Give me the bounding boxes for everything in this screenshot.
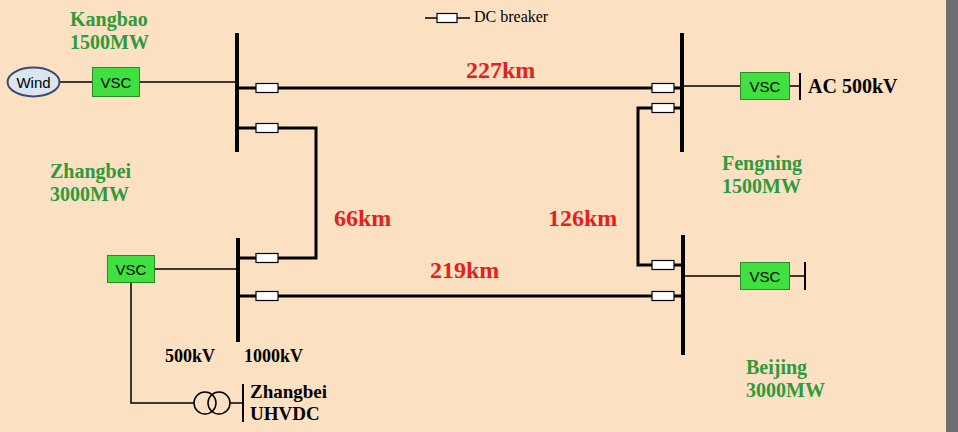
- station-label: Zhangbei 3000MW: [50, 160, 131, 206]
- converter-name: VSC: [101, 74, 132, 91]
- ac-wire: [684, 85, 740, 87]
- line-length: 227km: [466, 57, 535, 85]
- ac-bus: [799, 73, 801, 100]
- dc-bus: [235, 33, 239, 152]
- line-length: 219km: [430, 257, 499, 285]
- dc-breaker: [652, 292, 674, 301]
- legend-text: DC breaker: [474, 8, 548, 25]
- ac-wire: [140, 81, 235, 83]
- converter-box: VSC: [740, 72, 790, 100]
- ac-wire: [685, 275, 740, 277]
- converter-label-holder: Zhangbei UHVDC: [250, 381, 327, 425]
- ac-wire: [155, 268, 236, 270]
- dc-line: [239, 128, 316, 258]
- power-wire: [60, 81, 92, 83]
- dc-breaker: [652, 261, 674, 270]
- dc-line: [239, 87, 680, 90]
- line-length-holder: 219km: [430, 257, 499, 285]
- node-text-holder: VSC: [108, 256, 154, 282]
- dc-breaker: [256, 292, 278, 301]
- voltage-label-holder: 500kV: [165, 346, 215, 367]
- voltage-label: 1000kV: [244, 346, 303, 367]
- converter-name: VSC: [750, 78, 781, 95]
- dc-breaker: [256, 84, 278, 93]
- converter-name: VSC: [750, 268, 781, 285]
- converter-box: VSC: [92, 67, 140, 97]
- legend-breaker: [437, 14, 457, 23]
- dc-line: [240, 295, 681, 298]
- ellipse-outline: [8, 68, 60, 97]
- line-length-holder: 126km: [548, 205, 617, 233]
- station-label: Kangbao 1500MW: [70, 8, 149, 54]
- transformer-winding: [194, 392, 216, 414]
- dc-bus: [680, 33, 684, 152]
- dc-breaker: [652, 104, 674, 113]
- voltage-label: AC 500kV: [808, 75, 897, 98]
- legend-entry: DC breaker: [474, 8, 548, 26]
- line-length-holder: 227km: [466, 57, 535, 85]
- node-text-holder: VSC: [93, 68, 139, 96]
- station-label-holder: Fengning 1500MW: [722, 152, 802, 198]
- edge-strip: [946, 0, 958, 432]
- ac-bus: [804, 262, 806, 290]
- station-label-holder: Zhangbei 3000MW: [50, 160, 131, 206]
- dc-breaker: [256, 254, 278, 263]
- converter-box: VSC: [740, 262, 790, 290]
- dc-bus: [681, 235, 685, 355]
- ac-wire: [790, 275, 805, 277]
- transformer-winding: [208, 392, 230, 414]
- converter-box: VSC: [107, 255, 155, 283]
- dc-line: [638, 108, 681, 265]
- ac-wire: [230, 402, 243, 404]
- dc-bus: [236, 238, 240, 342]
- station-label: Beijing 3000MW: [746, 356, 825, 402]
- ac-bus: [242, 384, 244, 422]
- line-length-holder: 66km: [334, 205, 391, 233]
- line-length: 66km: [334, 205, 391, 233]
- voltage-label-holder: AC 500kV: [808, 75, 897, 98]
- node-text-holder: VSC: [741, 73, 789, 99]
- voltage-label-holder: 1000kV: [244, 346, 303, 367]
- converter-name: VSC: [116, 261, 147, 278]
- line-length: 126km: [548, 205, 617, 233]
- node-text-holder: VSC: [741, 263, 789, 289]
- ac-wire: [790, 85, 800, 87]
- dc-breaker: [256, 124, 278, 133]
- ac-wire: [131, 283, 194, 403]
- station-label: Fengning 1500MW: [722, 152, 802, 198]
- voltage-label: 500kV: [165, 346, 215, 367]
- converter-label: Zhangbei UHVDC: [250, 381, 327, 425]
- dc-breaker: [652, 84, 674, 93]
- station-label-holder: Kangbao 1500MW: [70, 8, 149, 54]
- source-name: Wind: [16, 74, 50, 91]
- node-text-holder: Wind: [7, 67, 60, 97]
- wind-source: Wind: [7, 67, 60, 97]
- station-label-holder: Beijing 3000MW: [746, 356, 825, 402]
